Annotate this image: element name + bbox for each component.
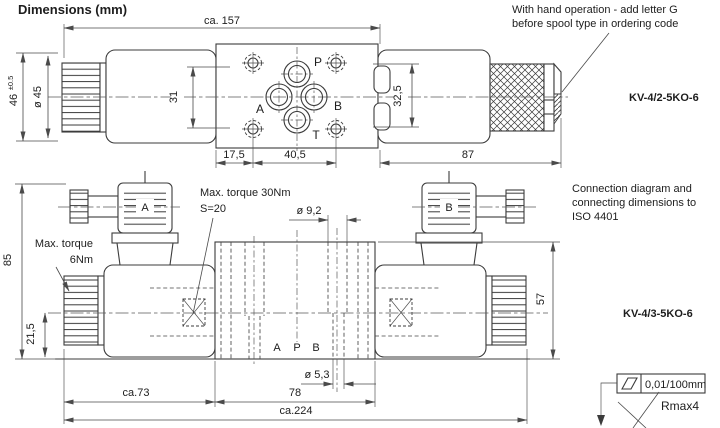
dim-edge-to-bolt: 17,5 (223, 149, 244, 161)
valve-body-bottom (214, 241, 376, 360)
dim-base-height: 21,5 (25, 323, 37, 344)
dimensions-bottom: 85 21,5 57 ø 9,2 ø 5,3 ca.73 78 ca.224 (2, 183, 560, 424)
nut-flange (99, 62, 107, 133)
port-pattern: P A B T (242, 52, 347, 142)
flatness-frame (616, 373, 706, 394)
model-top: KV-4/2-5KO-6 (629, 92, 699, 104)
connector-b: B (412, 171, 536, 266)
plug-b-flange (415, 232, 483, 244)
torque-note-core-line2: S=20 (200, 203, 226, 215)
surface-callouts: 0,01/100mm Rmax4 (597, 373, 706, 428)
dim-total-length-top: ca. 157 (204, 15, 240, 27)
dim-body-length: 78 (289, 387, 301, 399)
body-port-b-label: B (312, 342, 319, 354)
dim-bolt-dia: ø 5,3 (304, 369, 329, 381)
torque-core-leader (192, 217, 214, 315)
port-a-hole (269, 87, 289, 107)
port-p-hole (287, 64, 307, 84)
override-button (543, 99, 555, 115)
dim-overall-height: 85 (2, 254, 14, 266)
top-view: P A B T ca. 157 46 ±0.5 ø 45 31 32,5 (6, 4, 699, 168)
hidden-detail (150, 228, 440, 392)
dim-solenoid-length: 87 (462, 149, 474, 161)
hand-note-leader (561, 32, 610, 93)
dim-armature-dia: 32,5 (392, 85, 404, 106)
torque-nut-leader (55, 266, 70, 292)
bottom-view: A B (2, 171, 696, 424)
port-t-hole (287, 110, 307, 130)
solenoid-tube-left (105, 49, 217, 144)
centerlines-top (48, 47, 568, 151)
body-port-p-label: P (293, 342, 300, 354)
dimensions-top: ca. 157 46 ±0.5 ø 45 31 32,5 17,5 40,5 8… (6, 15, 562, 168)
cable-gland-a (69, 189, 89, 224)
roughness-icon (617, 401, 647, 428)
nut-flange-left (97, 275, 105, 346)
port-p-label: P (314, 55, 322, 69)
connector-a: A (58, 171, 180, 266)
iso-note-line3: ISO 4401 (572, 211, 618, 223)
dim-left-length: ca.73 (123, 387, 150, 399)
solenoid-right (374, 264, 487, 358)
gland-neck-b (475, 195, 507, 218)
torque-note-nut-line2: 6Nm (70, 254, 93, 266)
override-collar (543, 63, 555, 132)
bolt-holes (242, 52, 347, 140)
solenoid-left (103, 264, 216, 358)
model-bottom: KV-4/3-5KO-6 (623, 308, 693, 320)
dim-solenoid-height: 57 (535, 293, 547, 305)
torque-note-nut-line1: Max. torque (35, 238, 93, 250)
dim-height-tolerance: ±0.5 (6, 76, 15, 91)
iso-note-line1: Connection diagram and (572, 183, 692, 195)
port-b-label: B (334, 99, 342, 113)
solenoid-symbol-left (182, 298, 206, 327)
clip-bottom (373, 102, 391, 131)
solenoid-symbol-right (389, 298, 413, 327)
iso-note-line2: connecting dimensions to (572, 197, 696, 209)
knurled-nut-right (491, 275, 527, 346)
dim-bolt-span: 40,5 (284, 149, 305, 161)
connector-b-label: B (445, 202, 452, 214)
flatness-leader (600, 382, 617, 416)
plug-a-neck (116, 242, 174, 266)
override-cap (553, 62, 562, 95)
plug-b-neck (420, 242, 478, 266)
hand-note-line1: With hand operation - add letter G (512, 4, 678, 16)
knurled-nut-left (63, 275, 99, 346)
clip-top (373, 65, 391, 94)
connector-a-label: A (141, 202, 149, 214)
plug-a-flange (111, 232, 179, 244)
nut-flange-right (485, 275, 493, 346)
flatness-icon (621, 377, 638, 390)
dim-port-span: 31 (168, 91, 180, 103)
dim-height: 46 (8, 94, 20, 106)
dim-port-dia: ø 9,2 (296, 205, 321, 217)
port-a-label: A (256, 102, 264, 116)
torque-note-core-line1: Max. torque 30Nm (200, 187, 290, 199)
roughness-value: Rmax4 (661, 399, 699, 413)
knurled-hand-nut (489, 63, 545, 132)
port-t-label: T (312, 128, 320, 142)
cable-gland-b (505, 189, 525, 224)
dim-total-length-bottom: ca.224 (279, 405, 312, 417)
flatness-value: 0,01/100mm (645, 379, 706, 391)
port-b-hole (304, 87, 324, 107)
gland-neck-a (87, 195, 119, 218)
override-pin (553, 93, 562, 126)
flatness-arrow (597, 415, 605, 426)
dim-coil-dia: ø 45 (32, 86, 44, 108)
page-title: Dimensions (mm) (18, 2, 127, 17)
knurled-nut (61, 62, 101, 133)
body-port-a-label: A (273, 342, 281, 354)
hand-note-line2: before spool type in ordering code (512, 18, 678, 30)
